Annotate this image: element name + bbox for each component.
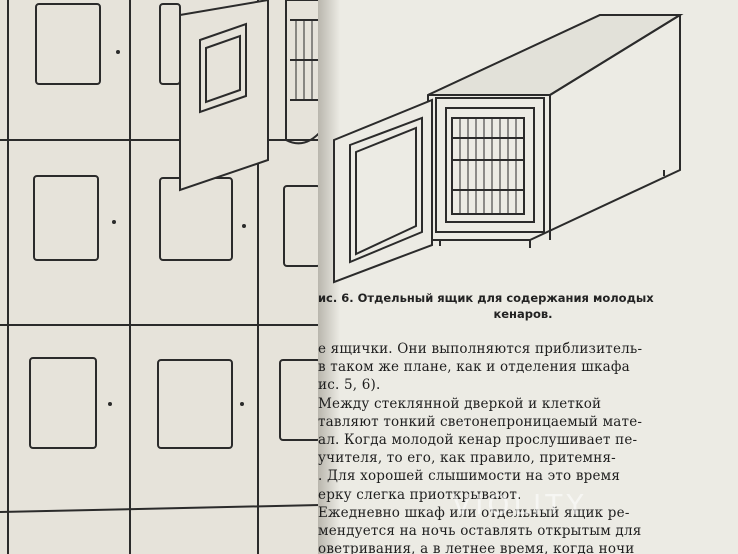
caption-line-1: ис. 6. Отдельный ящик для содержания мол…	[318, 291, 654, 305]
text-line: ерку слегка приоткрывают.	[318, 486, 522, 503]
text-line: ис. 5, 6).	[318, 377, 381, 394]
body-text: е ящички. Они выполняются приблизитель- …	[318, 340, 698, 554]
text-line: оветривания, а в летнее время, когда ноч…	[318, 541, 635, 554]
text-line: е ящички. Они выполняются приблизитель-	[318, 341, 643, 357]
text-line: Ежедневно шкаф или отдельный ящик ре-	[318, 504, 630, 521]
caption-line-2: кенаров.	[493, 307, 553, 321]
text-line: Между стеклянной дверкой и клеткой	[318, 395, 602, 412]
figure-caption: ис. 6. Отдельный ящик для содержания мол…	[318, 290, 698, 322]
text-line: тавляют тонкий светонепроницаемый мате-	[318, 413, 643, 430]
text-line: учителя, то его, как правило, притемня-	[318, 450, 616, 467]
book-gutter	[318, 0, 340, 554]
text-line: . Для хорошей слышимости на это время	[318, 468, 621, 485]
text-line: ал. Когда молодой кенар прослушивает пе-	[318, 432, 638, 449]
text-line: мендуется на ночь оставлять открытым для	[318, 523, 642, 540]
watermark: VIOLITY	[452, 488, 588, 521]
text-line: в таком же плане, как и отделения шкафа	[318, 359, 630, 376]
left-page	[0, 0, 330, 554]
